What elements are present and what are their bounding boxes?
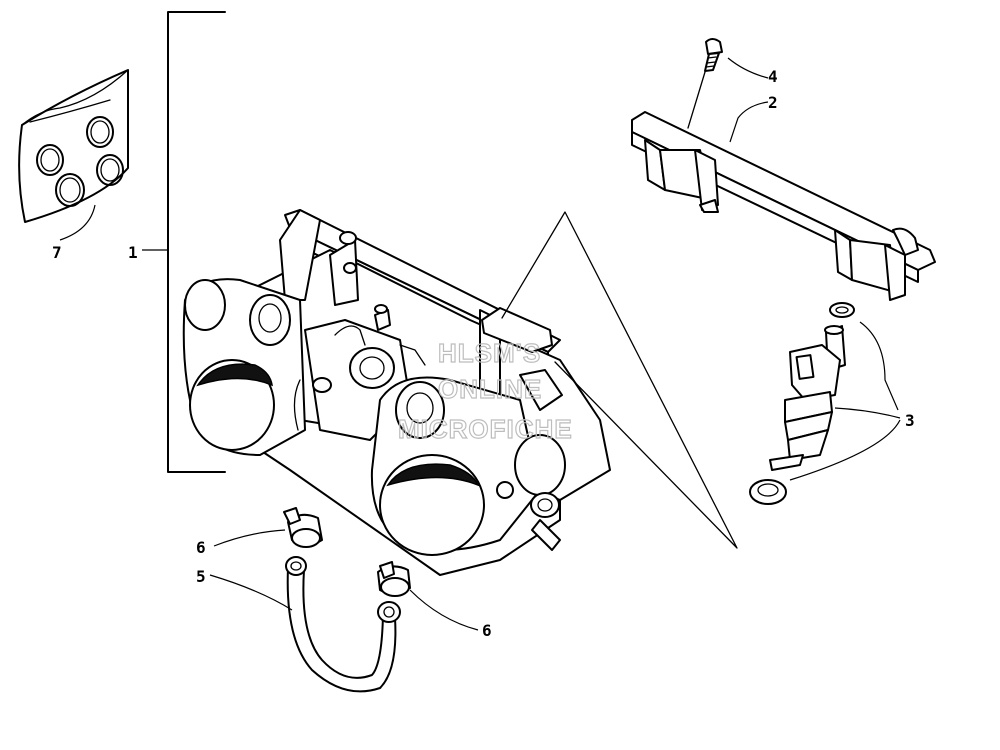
throttle-body-assembly <box>182 209 611 576</box>
leader-6a <box>213 529 286 547</box>
callout-6-upper: 6 <box>196 538 206 557</box>
leader-2 <box>729 101 769 143</box>
gasket-kit-bag <box>18 69 129 223</box>
watermark-line-3: MICROFICHE <box>398 414 573 444</box>
watermark: HLSM'S ONLINE MICROFICHE <box>397 337 573 444</box>
hose <box>285 556 401 693</box>
callout-7: 7 <box>52 243 62 262</box>
leader-3c <box>859 321 899 411</box>
callout-1: 1 <box>128 243 138 262</box>
callout-3: 3 <box>905 411 915 430</box>
fuel-injector <box>749 302 855 505</box>
leader-3a <box>834 407 901 419</box>
hose-clamp-upper <box>283 507 323 548</box>
explosion-lines <box>501 211 738 549</box>
screw <box>704 38 723 72</box>
callout-6-lower: 6 <box>482 621 492 640</box>
hose-clamp-lower <box>377 561 411 597</box>
callout-5: 5 <box>196 567 206 586</box>
assembly-bracket <box>167 11 226 473</box>
leader-4 <box>727 57 769 79</box>
fuel-rail <box>631 111 936 301</box>
watermark-line-1: HLSM'S <box>438 338 541 368</box>
leader-5 <box>209 574 293 611</box>
callout-2: 2 <box>768 93 778 112</box>
leader-3b <box>789 419 901 481</box>
leader-6b <box>409 589 479 631</box>
screw-axis-line <box>687 71 706 129</box>
watermark-line-2: ONLINE <box>438 374 542 404</box>
callout-4: 4 <box>768 67 778 86</box>
leader-7 <box>59 204 96 241</box>
